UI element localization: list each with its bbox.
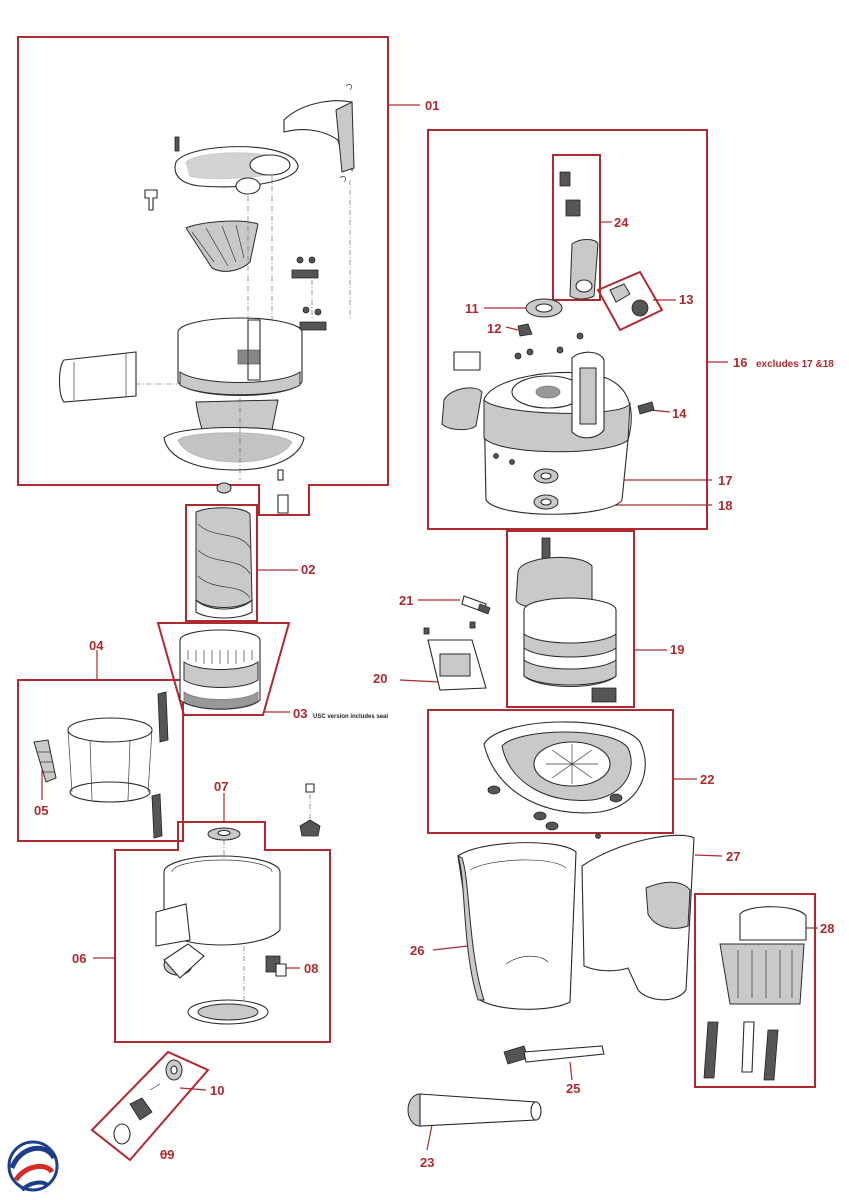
part-06-juicing-bowl [155, 783, 321, 1025]
part-labels: 01 02 03 USC version includes seal 04 05… [34, 98, 834, 1170]
part-27-pulp-cup [581, 834, 695, 1001]
label-17: 17 [718, 473, 732, 488]
group-box-01 [17, 36, 389, 516]
label-06: 06 [72, 951, 86, 966]
group-box-28 [694, 893, 816, 1088]
group-box-09 [90, 1050, 210, 1162]
part-07-seal [207, 827, 241, 841]
part-22-base-bottom [483, 721, 646, 839]
label-26: 26 [410, 943, 424, 958]
group-box-19 [506, 530, 635, 708]
leader-lines [41, 104, 818, 1155]
part-18-bearing [533, 494, 559, 510]
part-02-auger [195, 507, 253, 619]
group-box-02 [185, 504, 258, 622]
label-12: 12 [487, 321, 501, 336]
label-21: 21 [399, 593, 413, 608]
label-05: 05 [34, 803, 48, 818]
label-25: 25 [566, 1081, 580, 1096]
label-08: 08 [304, 961, 318, 976]
part-20-bracket [423, 621, 487, 691]
label-14: 14 [672, 406, 687, 421]
part-10-cap-seal [165, 1059, 183, 1081]
label-22: 22 [700, 772, 714, 787]
group-box-03 [156, 622, 291, 716]
label-02: 02 [301, 562, 315, 577]
label-01: 01 [425, 98, 439, 113]
swirl-logo-icon [7, 1140, 59, 1192]
part-03-strainer [179, 629, 261, 710]
part-26-juice-cup [457, 842, 577, 1010]
part-28-cleaning-tools [703, 906, 807, 1081]
part-23-pusher [407, 1093, 542, 1127]
part-21-sensor [461, 595, 491, 615]
group-box-04 [17, 679, 184, 842]
label-16-note: excludes 17 &18 [756, 359, 834, 370]
group-box-13 [596, 270, 664, 332]
part-19-motor [515, 537, 617, 703]
label-24: 24 [614, 215, 629, 230]
part-01-lid-assembly [58, 84, 355, 514]
group-box-24 [552, 154, 601, 301]
part-17-bearing [533, 468, 559, 484]
label-07: 07 [214, 779, 228, 794]
label-10: 10 [210, 1083, 224, 1098]
label-09: 09 [160, 1147, 174, 1162]
part-08-stopper [265, 955, 287, 977]
label-16: 16 [733, 355, 747, 370]
label-28: 28 [820, 921, 834, 936]
label-20: 20 [373, 671, 387, 686]
part-12-clip [517, 323, 533, 337]
part-13-knob [609, 283, 649, 317]
label-23: 23 [420, 1155, 434, 1170]
part-11-gasket-ring [525, 298, 563, 318]
label-03: 03 [293, 706, 307, 721]
part-04-rotating-brush [67, 691, 169, 839]
part-09-cap-assembly [113, 1083, 161, 1145]
label-04: 04 [89, 638, 104, 653]
label-03-note: USC version includes seal [313, 714, 388, 720]
part-14-latch [637, 401, 655, 415]
group-box-22 [427, 709, 674, 834]
part-24-handle-switch [559, 171, 599, 300]
part-05-brush-blade [33, 739, 57, 783]
part-16-base-top-housing [441, 332, 632, 515]
label-19: 19 [670, 642, 684, 657]
label-18: 18 [718, 498, 732, 513]
part-25-cleaning-brush [503, 1045, 605, 1065]
group-box-16 [427, 129, 708, 530]
label-13: 13 [679, 292, 693, 307]
group-box-06 [114, 821, 331, 1043]
label-27: 27 [726, 849, 740, 864]
label-11: 11 [465, 301, 479, 316]
